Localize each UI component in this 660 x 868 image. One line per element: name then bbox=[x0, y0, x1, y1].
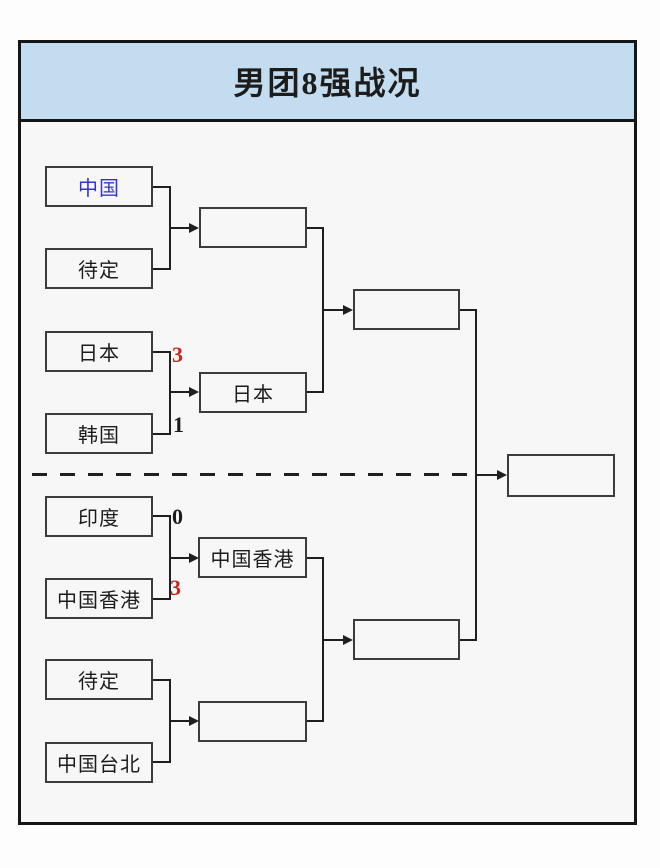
team-box-india: 印度 bbox=[45, 496, 153, 537]
score-korea: 1 bbox=[173, 412, 184, 437]
connector bbox=[153, 515, 171, 517]
connector bbox=[307, 391, 324, 393]
arrow-icon bbox=[497, 470, 507, 480]
connector bbox=[324, 639, 343, 641]
connector bbox=[307, 557, 324, 559]
connector bbox=[322, 227, 324, 393]
connector bbox=[322, 557, 324, 722]
title-bar: 男团8强战况 bbox=[18, 40, 637, 122]
connector bbox=[324, 309, 343, 311]
score-hongkong: 3 bbox=[170, 575, 181, 600]
qf-winner-box-1 bbox=[199, 207, 307, 248]
connector bbox=[460, 309, 477, 311]
connector bbox=[169, 186, 171, 270]
final-winner-box bbox=[507, 454, 615, 497]
qf-winner-box-3: 中国香港 bbox=[198, 537, 307, 578]
score-japan: 3 bbox=[172, 342, 183, 367]
connector bbox=[171, 391, 190, 393]
qf-winner-box-2: 日本 bbox=[199, 372, 307, 413]
connector bbox=[460, 639, 477, 641]
team-box-korea: 韩国 bbox=[45, 413, 153, 454]
connector bbox=[169, 351, 171, 435]
connector bbox=[153, 679, 171, 681]
connector bbox=[171, 227, 190, 229]
arrow-icon bbox=[189, 223, 199, 233]
qf-winner-box-4 bbox=[198, 701, 307, 742]
connector bbox=[153, 761, 171, 763]
connector bbox=[153, 598, 171, 600]
arrow-icon bbox=[189, 387, 199, 397]
connector bbox=[477, 474, 498, 476]
team-box-tbd-2: 待定 bbox=[45, 659, 153, 700]
score-india: 0 bbox=[172, 504, 183, 529]
sf-winner-box-1 bbox=[353, 289, 460, 330]
connector bbox=[169, 515, 171, 600]
team-box-tbd-1: 待定 bbox=[45, 248, 153, 289]
arrow-icon bbox=[343, 635, 353, 645]
connector bbox=[153, 351, 171, 353]
team-box-taipei: 中国台北 bbox=[45, 742, 153, 783]
arrow-icon bbox=[189, 716, 199, 726]
team-box-china: 中国 bbox=[45, 166, 153, 207]
connector bbox=[153, 186, 171, 188]
connector bbox=[153, 268, 171, 270]
connector bbox=[171, 557, 190, 559]
connector bbox=[169, 679, 171, 763]
connector bbox=[307, 227, 324, 229]
dashed-divider bbox=[32, 473, 472, 476]
connector bbox=[475, 309, 477, 641]
team-box-japan: 日本 bbox=[45, 331, 153, 372]
team-box-hongkong: 中国香港 bbox=[45, 578, 153, 619]
page-title: 男团8强战况 bbox=[233, 65, 422, 101]
arrow-icon bbox=[189, 553, 199, 563]
connector bbox=[307, 720, 324, 722]
sf-winner-box-2 bbox=[353, 619, 460, 660]
connector bbox=[171, 720, 190, 722]
arrow-icon bbox=[343, 305, 353, 315]
connector bbox=[153, 433, 171, 435]
